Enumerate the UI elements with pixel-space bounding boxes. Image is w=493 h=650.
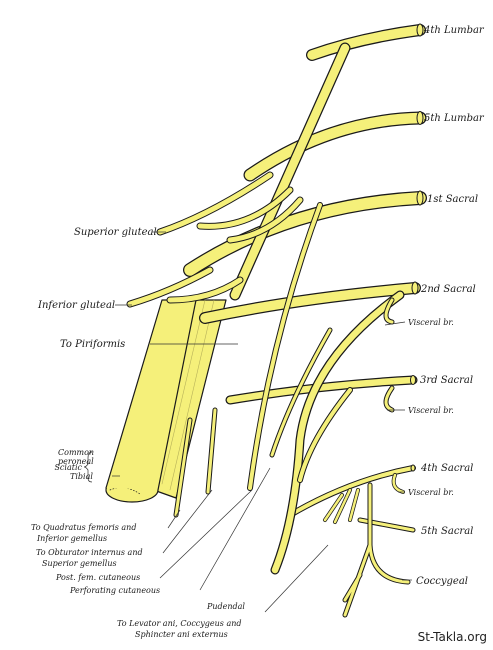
label-visceral-s4: Visceral br. bbox=[408, 488, 454, 497]
label-perforating-cutaneous: Perforating cutaneous bbox=[69, 586, 160, 595]
label-quadratus-1: To Quadratus femoris and bbox=[31, 523, 136, 532]
label-sciatic: Sciatic bbox=[54, 463, 82, 472]
label-common: Common bbox=[58, 448, 94, 457]
root-l5 bbox=[243, 111, 427, 182]
label-1st-sacral: 1st Sacral bbox=[427, 194, 478, 205]
label-4th-sacral: 4th Sacral bbox=[420, 463, 473, 474]
label-3rd-sacral: 3rd Sacral bbox=[420, 375, 473, 386]
label-quadratus-2: Inferior gemellus bbox=[36, 534, 107, 543]
label-coccygeal: Coccygeal bbox=[416, 576, 468, 587]
label-5th-lumbar: 5th Lumbar bbox=[424, 113, 485, 124]
label-obturator-1: To Obturator internus and bbox=[36, 548, 143, 557]
label-5th-sacral: 5th Sacral bbox=[421, 526, 473, 537]
watermark: St-Takla.org bbox=[417, 630, 487, 644]
label-post-fem-cutaneous: Post. fem. cutaneous bbox=[55, 573, 140, 582]
label-levator-ani-1: To Levator ani, Coccygeus and bbox=[117, 619, 242, 628]
label-4th-lumbar: 4th Lumbar bbox=[423, 25, 485, 36]
root-s1 bbox=[183, 191, 427, 277]
label-levator-ani-2: Sphincter ani externus bbox=[135, 630, 228, 639]
label-tibial: Tibial bbox=[70, 472, 93, 481]
pudendal-nerve bbox=[270, 290, 405, 575]
label-to-piriformis: To Piriformis bbox=[60, 339, 125, 350]
label-peroneal: peroneal bbox=[58, 457, 94, 466]
label-obturator-2: Superior gemellus bbox=[42, 559, 117, 568]
label-pudendal: Pudendal bbox=[206, 602, 245, 611]
label-visceral-s2: Visceral br. bbox=[408, 318, 454, 327]
label-2nd-sacral: 2nd Sacral bbox=[420, 284, 476, 295]
label-visceral-s3: Visceral br. bbox=[408, 406, 454, 415]
label-inferior-gluteal: Inferior gluteal bbox=[37, 300, 115, 311]
label-superior-gluteal: Superior gluteal bbox=[74, 227, 157, 238]
